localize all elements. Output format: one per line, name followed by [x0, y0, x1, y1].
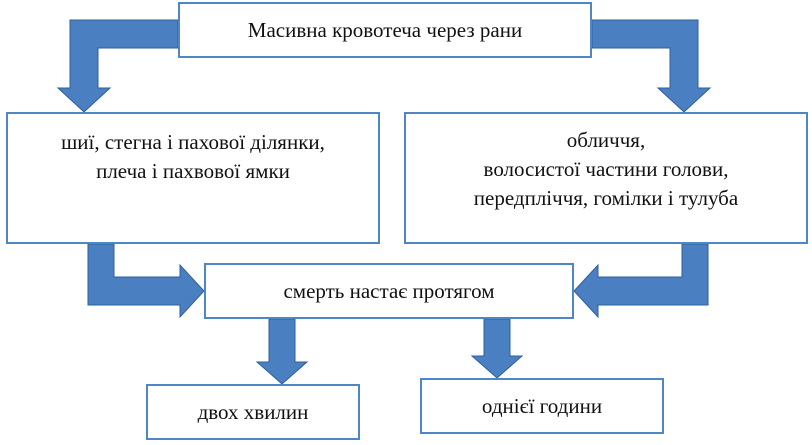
left-box-line: плеча і пахвової ямки	[96, 159, 290, 183]
bottom-right-box-text: однієї години	[481, 393, 603, 418]
arrow-left-to-middle	[87, 243, 205, 319]
right-box: обличчя, волосистої частини голови, пере…	[404, 112, 808, 244]
right-box-line: волосистої частини голови,	[483, 157, 729, 181]
arrow-middle-to-bottom-left	[255, 318, 309, 385]
arrow-top-to-left	[56, 19, 179, 113]
bottom-right-box: однієї години	[420, 378, 664, 434]
arrow-top-to-right	[591, 19, 712, 113]
arrow-middle-to-bottom-right	[470, 318, 524, 379]
top-box-text: Масивна кровотеча через рани	[247, 17, 523, 42]
right-box-line: обличчя,	[566, 128, 646, 152]
top-box: Масивна кровотеча через рани	[178, 2, 592, 58]
middle-box: смерть настає протягом	[204, 263, 574, 319]
bottom-left-box-text: двох хвилин	[197, 399, 309, 424]
right-box-line: передпліччя, гомілки і тулуба	[473, 186, 739, 210]
left-box-line: шиї, стегна і пахової ділянки,	[61, 130, 325, 154]
bottom-left-box: двох хвилин	[146, 384, 360, 440]
middle-box-text: смерть настає протягом	[283, 278, 495, 303]
arrow-right-to-middle	[573, 243, 709, 319]
left-box: шиї, стегна і пахової ділянки, плеча і п…	[6, 112, 380, 244]
